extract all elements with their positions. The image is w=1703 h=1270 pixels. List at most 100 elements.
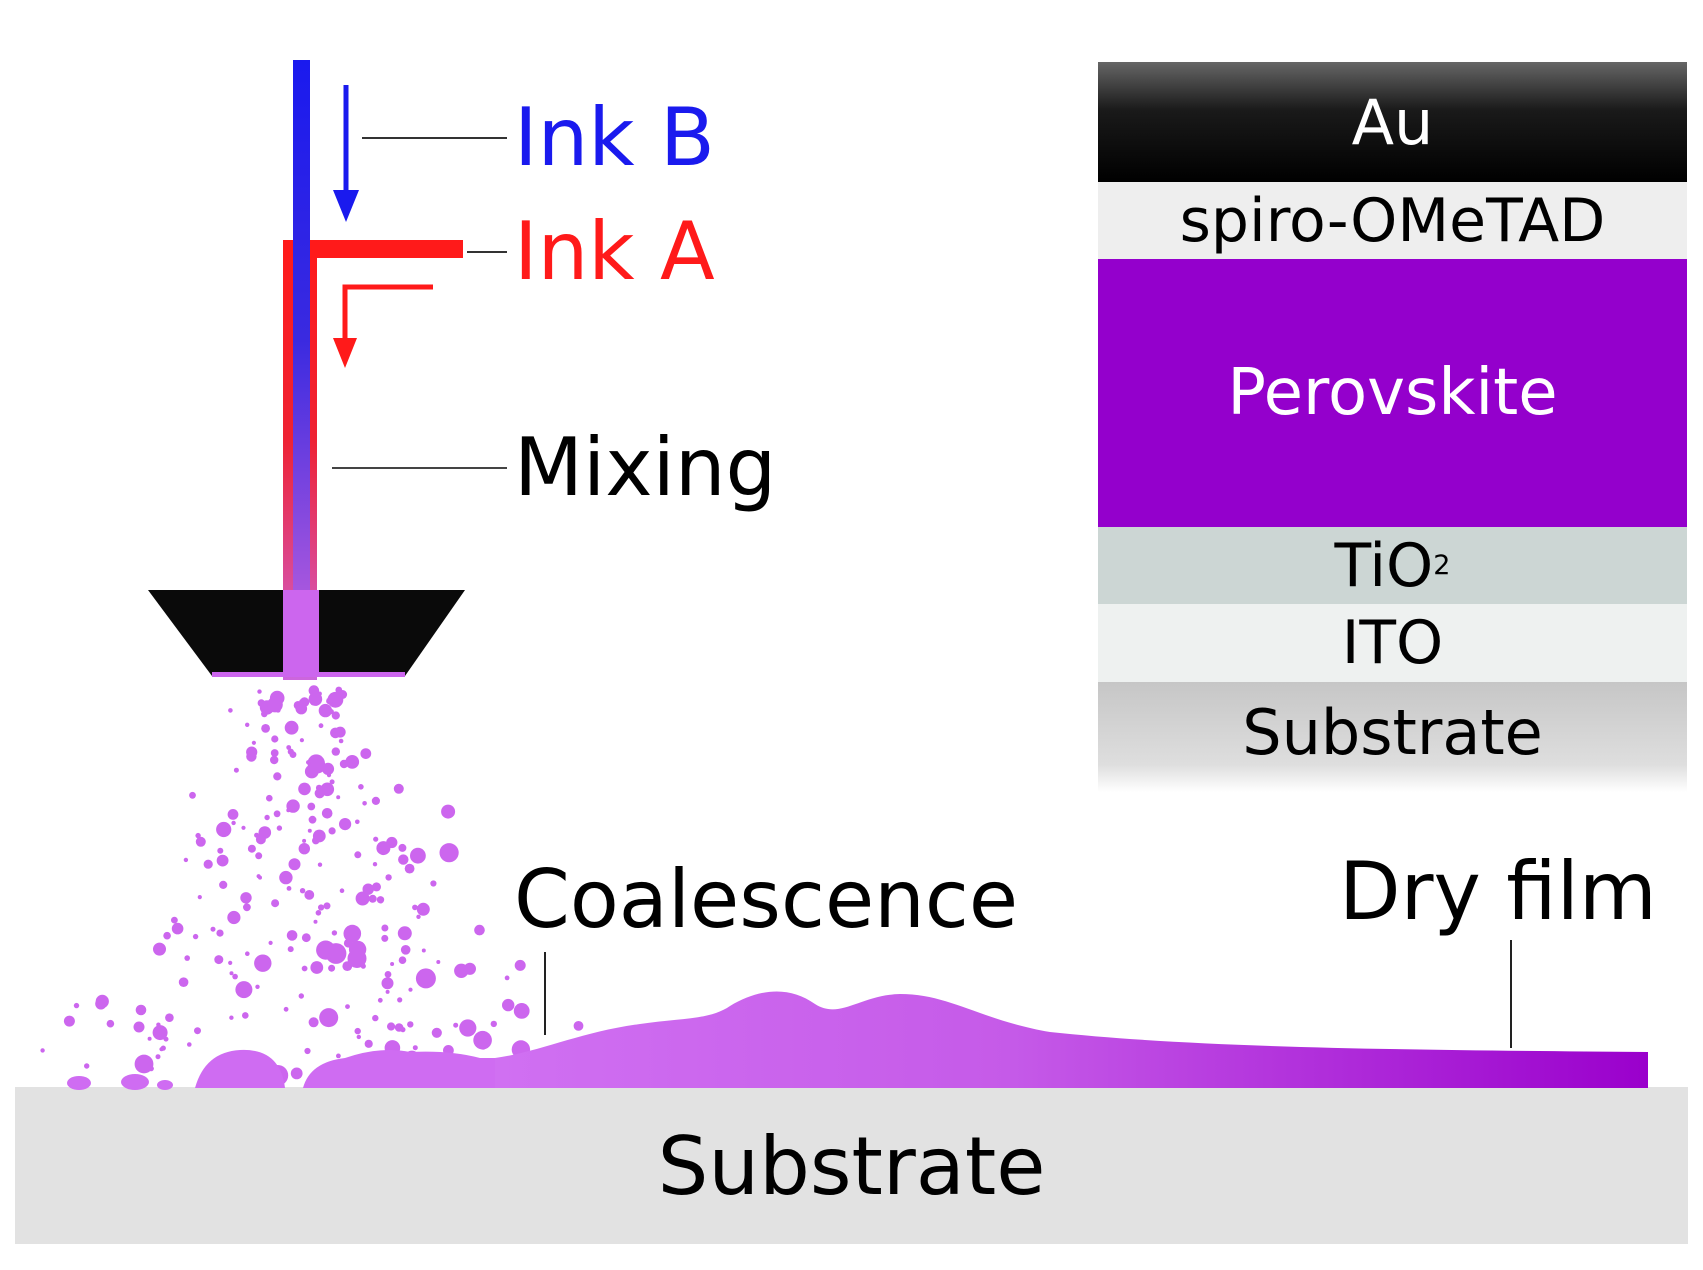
droplet: [412, 904, 418, 911]
droplet: [416, 914, 421, 919]
droplet: [430, 880, 437, 887]
droplet: [404, 863, 415, 874]
droplet: [195, 832, 201, 839]
droplet: [436, 960, 441, 964]
droplet: [255, 834, 266, 845]
droplet: [377, 997, 383, 1003]
perovskite-label: Perovskite: [1227, 356, 1558, 430]
droplet: [331, 747, 340, 756]
droplet: [267, 696, 283, 713]
droplet: [398, 956, 407, 964]
nozzle-outlet: [283, 590, 319, 676]
droplet: [273, 810, 281, 818]
droplet: [183, 857, 189, 863]
droplet: [343, 938, 353, 948]
droplet: [381, 924, 389, 932]
droplet: [135, 1004, 147, 1016]
wet-film: [495, 991, 1648, 1088]
droplet: [390, 962, 395, 966]
droplet: [360, 748, 372, 759]
droplet: [368, 894, 377, 903]
droplet: [358, 784, 364, 790]
droplet: [410, 847, 426, 864]
droplet: [373, 836, 379, 842]
droplet: [40, 1048, 45, 1053]
droplet: [106, 1019, 115, 1028]
layer-tio2: [1098, 527, 1687, 604]
au-label: Au: [1351, 85, 1434, 159]
droplet: [242, 1012, 249, 1019]
droplet: [328, 964, 336, 972]
droplet: [321, 808, 333, 819]
droplet: [254, 954, 272, 972]
droplet: [345, 755, 360, 769]
droplet: [184, 955, 190, 961]
droplet: [203, 859, 213, 869]
layer-perovskite: [1098, 259, 1687, 527]
droplet: [235, 981, 253, 999]
droplet: [317, 862, 323, 867]
droplet: [513, 1003, 530, 1019]
droplet: [397, 997, 403, 1003]
droplet: [294, 703, 299, 708]
droplet: [312, 829, 326, 843]
droplet: [228, 708, 233, 713]
droplet: [189, 791, 196, 799]
droplet: [364, 1039, 373, 1048]
droplet: [313, 919, 318, 924]
droplet: [356, 1034, 361, 1040]
droplet: [73, 1002, 80, 1009]
droplet: [229, 1015, 234, 1020]
droplet: [197, 895, 202, 900]
droplet: [407, 1021, 414, 1028]
droplet: [431, 1027, 442, 1038]
droplet: [227, 809, 239, 820]
dry-film-label: Dry film: [1339, 845, 1657, 938]
droplet: [243, 903, 251, 912]
droplet: [233, 767, 239, 773]
droplet: [266, 794, 273, 802]
droplet: [314, 788, 325, 799]
droplet: [227, 910, 241, 925]
droplet: [308, 815, 317, 824]
droplet: [439, 843, 459, 863]
droplet: [339, 888, 345, 893]
droplet: [479, 1041, 488, 1050]
droplet: [270, 755, 279, 765]
droplet: [163, 931, 171, 940]
droplet: [256, 874, 261, 879]
droplet: [245, 722, 250, 727]
droplet: [328, 827, 336, 835]
droplet: [134, 1054, 154, 1074]
substrate-base: [15, 1087, 1688, 1244]
nozzle-tip: [212, 672, 405, 677]
droplet: [84, 1063, 90, 1069]
droplet: [298, 843, 310, 855]
droplet: [339, 818, 352, 831]
droplet: [362, 801, 367, 806]
droplet: [398, 854, 409, 865]
droplet: [355, 891, 370, 906]
ink-b-flow-arrow: [333, 85, 359, 222]
droplet: [216, 929, 224, 937]
droplet: [354, 851, 362, 859]
droplet: [195, 836, 206, 847]
droplet: [306, 760, 311, 765]
droplet: [270, 749, 279, 757]
droplet: [152, 1025, 168, 1041]
droplet: [147, 1036, 152, 1041]
droplet: [299, 888, 306, 894]
droplet: [360, 963, 366, 969]
droplet: [400, 945, 411, 955]
droplet: [331, 930, 338, 936]
droplet: [276, 825, 283, 831]
droplet: [255, 984, 260, 989]
droplet: [302, 838, 307, 843]
layer-spiro: [1098, 182, 1687, 259]
droplet: [412, 1045, 418, 1051]
droplet: [348, 940, 367, 959]
droplet: [314, 701, 319, 706]
